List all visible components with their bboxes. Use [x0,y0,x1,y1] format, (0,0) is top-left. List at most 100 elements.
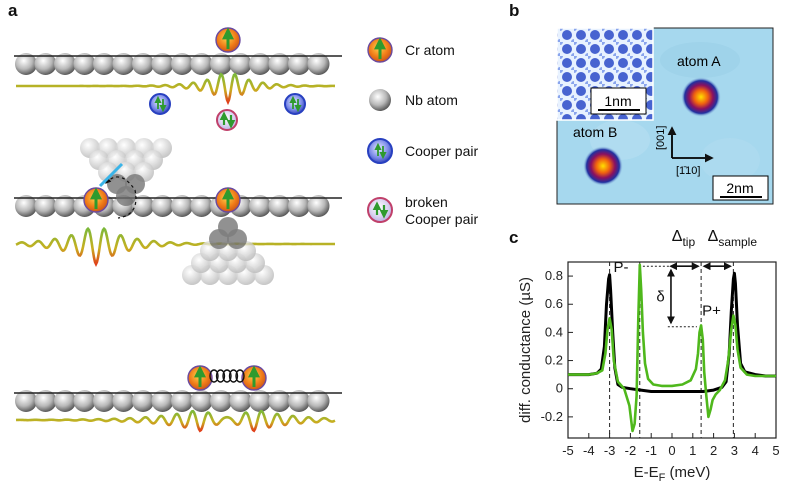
cr-atom [241,365,267,391]
nb-atom [229,53,252,75]
x-tick-label: 3 [731,443,738,458]
x-tick-label: -2 [625,443,637,458]
panel-letter-a: a [8,1,18,20]
stm-image: 1nm atom A atom B [001] [1̄10] 2nm [556,27,774,205]
nb-atom [190,390,213,412]
nb-atom [34,195,57,217]
nb-atom [171,195,193,217]
y-tick-label: 0.4 [545,324,563,339]
crystal-axes: [001] [1̄10] [655,126,714,177]
series-green-trace [568,263,776,433]
surface-layers [14,53,342,412]
x-tick-label: 4 [752,443,759,458]
nb-atom [307,53,330,75]
x-tick-label: 5 [772,443,779,458]
x-tick-label: 2 [710,443,717,458]
x-tick-label: -3 [604,443,616,458]
legend-label: Nb atom [405,92,458,108]
nb-atom [268,390,291,412]
delta-tip-label: Δtip [672,228,696,249]
nb-atom [132,390,154,412]
cr-atoms [83,27,267,391]
nb-atom [15,53,37,75]
cr-atom [83,187,109,213]
atom-b-label: atom B [573,124,617,140]
nb-atom [132,53,154,75]
nb-atom [288,390,310,412]
p-minus-label: P- [614,259,629,276]
x-tick-label: -5 [562,443,574,458]
nb-atom [15,390,37,412]
nb-atom [93,53,115,75]
y-tick-label: -0.2 [541,409,563,424]
wave [15,226,335,267]
nb-atom [34,390,57,412]
delta-label: δ [656,288,664,305]
panel-letter-c: c [509,228,518,247]
nb-atom [93,390,115,412]
nb-atom [171,390,193,412]
stm-tip [182,217,274,285]
nb-atom [268,53,291,75]
nb-atom [249,53,271,75]
x-tick-label: 1 [689,443,696,458]
nb-atom [249,390,271,412]
nb-atom [288,195,310,217]
atom-a-spot [681,77,721,117]
y-axis-label: diff. conductance (µS) [517,277,534,423]
x-tick-label: -4 [583,443,595,458]
panel-letter-b: b [509,1,519,20]
nb-atom [73,53,96,75]
tip-atom [116,186,136,206]
y-tick-label: 0.6 [545,296,563,311]
x-tick-label: 0 [668,443,675,458]
tip-motion-arrow [105,176,137,219]
axis-001-label: [001] [655,126,667,150]
nb-atom [34,53,57,75]
legend-item: Cooper pair [367,138,478,164]
cooper-pair-icon [284,93,306,115]
nb-atom [307,390,330,412]
nb-atom [268,195,291,217]
y-tick-label: 0 [556,381,563,396]
tunnel-beam [98,162,124,188]
nb-atom [151,53,174,75]
x-tick-label: -1 [645,443,657,458]
axis-110-label: [1̄10] [676,165,700,177]
nb-atom [151,390,174,412]
main-scale-label: 2nm [726,180,753,196]
nb-atom [112,390,135,412]
lattice-inset: 1nm [556,27,654,121]
wave [16,72,336,106]
nb-atom [210,53,232,75]
nb-atom [15,195,37,217]
wave-path [16,72,336,106]
nb-atom [249,195,271,217]
wave [15,409,336,433]
wave-functions [15,72,336,433]
legend-item: Cr atom [367,37,455,63]
tip-atom [218,217,238,237]
nb-atom [190,195,213,217]
cr-atom [187,365,213,391]
legend-item: Nb atom [369,89,458,111]
panel-a-extras [80,93,306,383]
cr-atom [215,187,241,213]
y-tick-label: 0.2 [545,353,563,368]
cr-atom [215,27,241,53]
nb-atom-row [14,195,342,217]
nb-atom [73,390,96,412]
p-plus-label: P+ [702,303,721,320]
wave-path [15,226,335,267]
series-black-trace [568,271,776,393]
broken-cooper-pair-icon [216,109,238,131]
nb-atom [112,53,135,75]
nb-atom [132,195,154,217]
